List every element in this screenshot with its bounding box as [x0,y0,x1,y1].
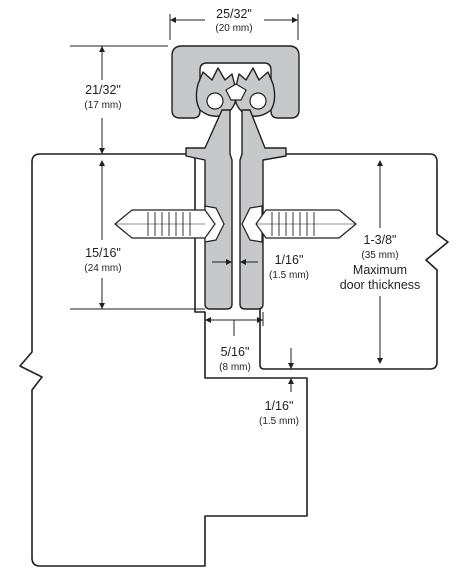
right-countersink [241,205,263,243]
dim-extrusion-width [169,14,299,40]
leaf-spacing-metric: (8 mm) [219,362,251,373]
door-thickness-line2: door thickness [340,278,421,292]
dim-door-thickness [377,160,383,364]
center-cap [225,83,247,101]
extrusion-height-metric: (17 mm) [84,100,121,111]
dim-leaf-depth [70,160,205,310]
door-clearance-fraction: 1/16" [265,399,294,413]
extrusion-width-metric: (20 mm) [215,23,252,34]
door-thickness-metric: (35 mm) [361,250,398,261]
left-bearing [206,92,224,110]
dim-extrusion-height [70,45,168,154]
extrusion-height-fraction: 21/32" [85,83,121,97]
dim-leaf-gap [212,259,258,265]
right-hinge-leaf [239,109,287,310]
right-bearing [249,92,267,110]
door-leaf [259,153,449,370]
left-screw [114,209,216,239]
leaf-gap-metric: (1.5 mm) [269,270,309,281]
leaf-depth-metric: (24 mm) [84,263,121,274]
leaf-gap-fraction: 1/16" [275,253,304,267]
dim-door-clearance [288,348,294,392]
leaf-spacing-fraction: 5/16" [221,345,250,359]
door-frame [19,153,308,567]
extrusion-width-fraction: 25/32" [216,7,252,21]
right-screw [255,209,357,239]
hinge-knuckle-cover [171,45,300,119]
door-clearance-metric: (1.5 mm) [259,416,299,427]
dim-leaf-spacing [204,312,264,336]
door-thickness-line1: Maximum [353,263,407,277]
leaf-depth-fraction: 15/16" [85,246,121,260]
continuous-hinge [171,45,300,310]
door-thickness-fraction: 1-3/8" [364,233,397,247]
